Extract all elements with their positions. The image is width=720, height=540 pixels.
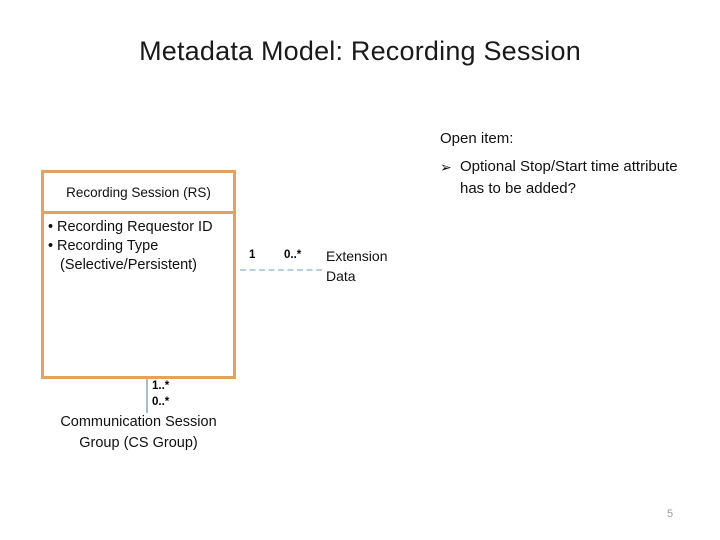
bullet-icon: •: [48, 238, 54, 254]
uml-class-box-recording-session: Recording Session (RS) •Recording Reques…: [41, 170, 236, 379]
uml-attribute-label: Recording Requestor ID: [57, 219, 213, 235]
uml-attribute-label: (Selective/Persistent): [60, 257, 197, 273]
bullet-icon: •: [48, 219, 54, 235]
uml-attribute-row: •Recording Requestor ID: [48, 218, 233, 237]
open-item-note: Open item: ➢ Optional Stop/Start time at…: [440, 128, 700, 200]
association-line-extension-data: [240, 269, 322, 271]
uml-attribute-row: •Recording Type: [48, 237, 233, 256]
entity-label-line-1: Extension: [326, 248, 388, 264]
entity-label-line-1: Communication Session: [60, 414, 217, 430]
uml-class-attribute-list: •Recording Requestor ID •Recording Type …: [44, 214, 233, 275]
slide-number: 5: [666, 508, 674, 520]
arrow-bullet-icon: ➢: [440, 159, 452, 175]
open-item-text: Optional Stop/Start time attribute has t…: [460, 158, 678, 197]
entity-label-line-2: Data: [326, 268, 356, 284]
association-line-cs-group: [146, 379, 148, 413]
multiplicity-label-extension-data: 0..*: [284, 249, 302, 261]
uml-class-name-label: Recording Session (RS): [66, 184, 211, 200]
multiplicity-label-rs-extension: 1: [249, 249, 256, 261]
uml-attribute-row: (Selective/Persistent): [48, 256, 233, 275]
multiplicity-label-cs-group: 0..*: [152, 396, 170, 408]
uml-class-header: Recording Session (RS): [44, 173, 233, 214]
entity-label-line-2: Group (CS Group): [79, 435, 198, 451]
entity-label-cs-group: Communication Session Group (CS Group): [21, 412, 256, 454]
open-item-heading: Open item:: [440, 130, 514, 147]
multiplicity-label-rs-cs-group: 1..*: [152, 380, 170, 392]
open-item-bullet-row: ➢ Optional Stop/Start time attribute has…: [440, 156, 700, 200]
entity-label-extension-data: Extension Data: [326, 246, 387, 286]
uml-attribute-label: Recording Type: [57, 238, 159, 254]
page-title: Metadata Model: Recording Session: [139, 36, 581, 66]
